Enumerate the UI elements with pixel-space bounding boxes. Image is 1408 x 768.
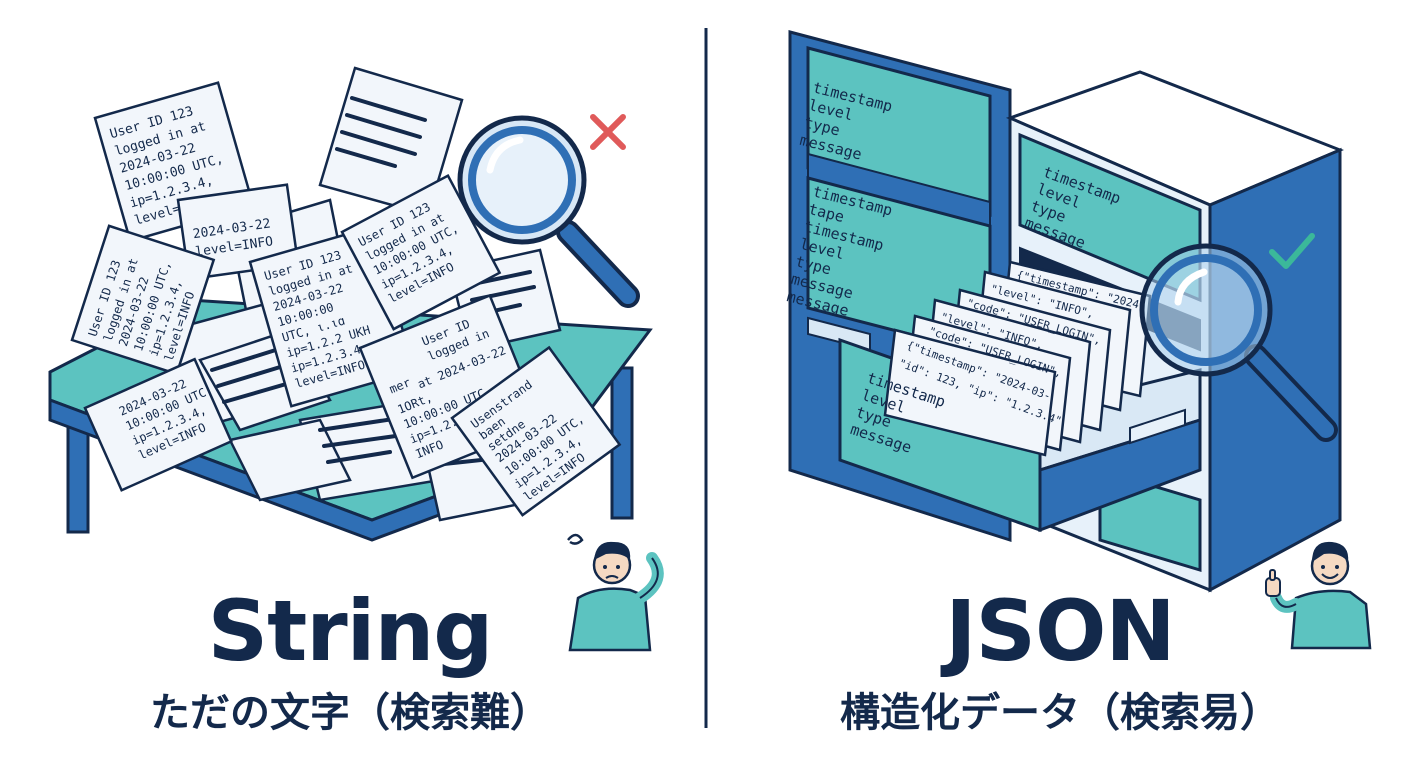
log-note-g: 2024-03-22 10:00:00 UTC, ip=1.2.3.4, lev… <box>83 357 233 492</box>
cross-icon <box>590 114 626 150</box>
paper-sheet-lined <box>318 66 464 217</box>
right-title: JSON <box>945 582 1175 680</box>
thumbs-up-person-icon <box>1265 541 1372 650</box>
left-title: String <box>207 582 494 680</box>
magnifier-icon <box>1139 243 1338 442</box>
magnifier-icon <box>457 115 640 308</box>
check-icon <box>1269 233 1315 269</box>
drawer-label: timestamp tape timestamp level type mess… <box>785 182 903 326</box>
messy-desk-illustration: User ID 123 logged in at 2024-03-22 10:0… <box>48 66 653 542</box>
log-note-h: Usenstrand baen setdne 2024-03-22 10:00:… <box>450 345 622 517</box>
left-subtitle: ただの文字（検索難） <box>150 690 550 736</box>
right-subtitle: 構造化データ（検索易） <box>840 690 1280 736</box>
drawer-label: timestamp level type message <box>798 78 903 170</box>
log-note-e: User ID 123 logged in at 10:00:00 UTC, i… <box>340 173 502 331</box>
confused-person-icon <box>567 533 664 652</box>
paper-sheet <box>228 418 352 502</box>
log-note-c: User ID 123 logged in at 2024-03-22 10:0… <box>70 224 216 376</box>
